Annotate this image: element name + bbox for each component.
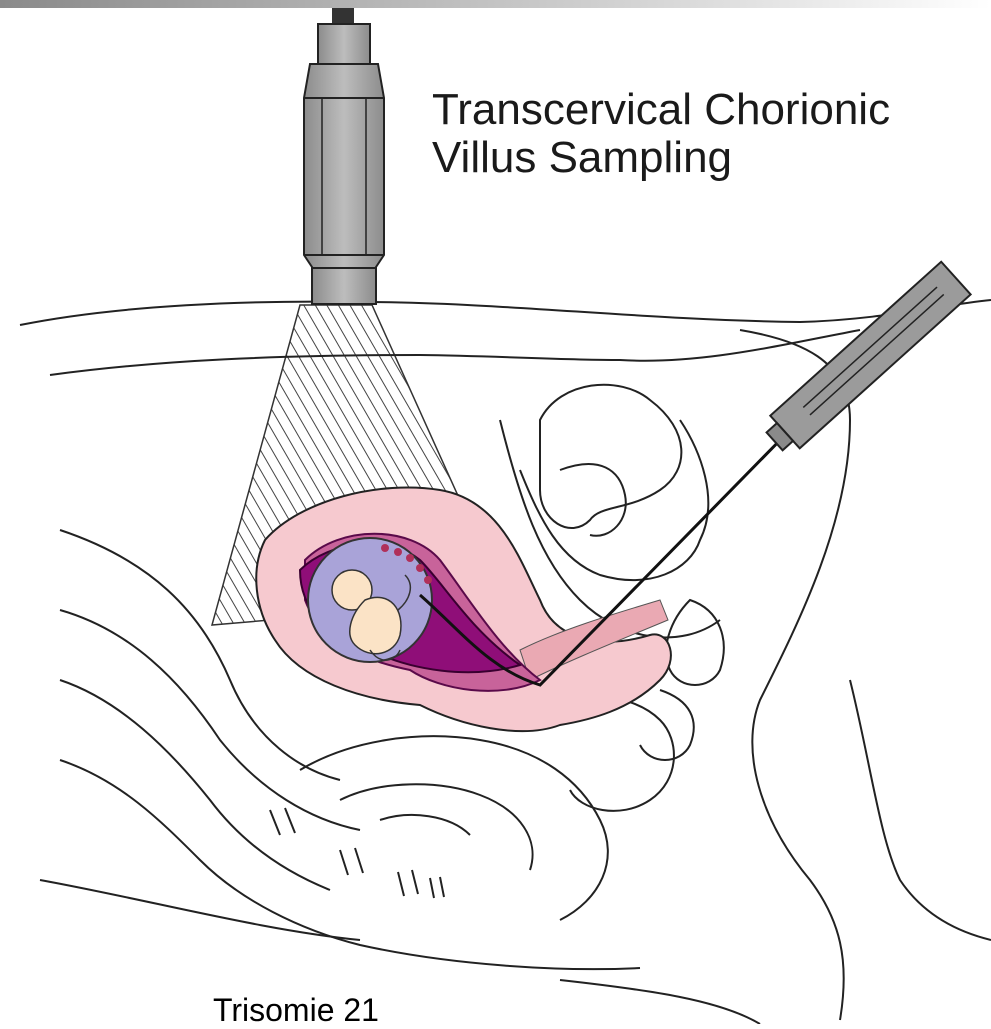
ultrasound-transducer-icon [304, 8, 384, 304]
diagram-title: Transcervical Chorionic Villus Sampling [432, 86, 890, 182]
title-line-1: Transcervical Chorionic [432, 86, 890, 134]
title-line-2: Villus Sampling [432, 134, 890, 182]
caption: Trisomie 21 [213, 992, 379, 1029]
catheter-syringe-icon [760, 262, 971, 458]
